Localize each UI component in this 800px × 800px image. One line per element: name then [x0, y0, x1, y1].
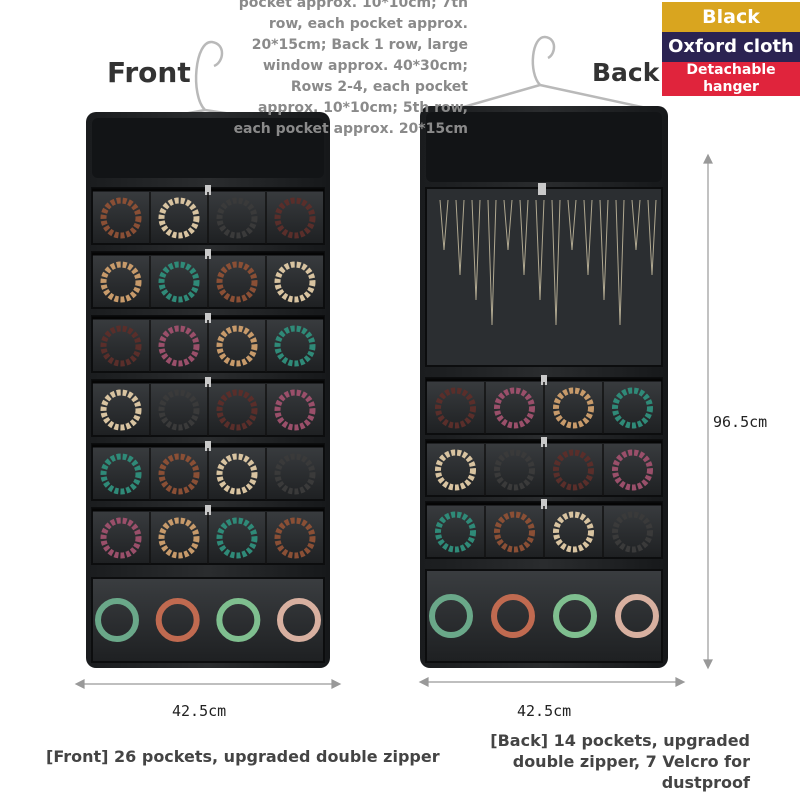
front-organizer	[86, 112, 330, 668]
front-caption: [Front] 26 pockets, upgraded double zipp…	[46, 747, 440, 766]
front-pocket-row	[91, 249, 325, 309]
front-pocket-row	[91, 377, 325, 437]
back-label: Back	[592, 58, 660, 87]
color-badge: Black	[662, 2, 800, 32]
front-width-label: 42.5cm	[172, 702, 227, 720]
back-pocket-row	[425, 437, 663, 497]
back-organizer	[420, 106, 668, 668]
material-badge: Oxford cloth	[662, 32, 800, 62]
back-pocket-row	[425, 499, 663, 559]
front-pocket-row	[91, 441, 325, 501]
front-label: Front	[107, 56, 191, 89]
front-pocket-row	[91, 313, 325, 373]
front-pocket-row	[91, 185, 325, 245]
back-caption: [Back] 14 pockets, upgraded double zippe…	[490, 731, 750, 792]
back-width-arrow	[418, 677, 686, 687]
height-label: 96.5cm	[713, 413, 768, 431]
back-pocket-row	[425, 375, 663, 435]
back-bangle-row	[425, 569, 663, 663]
height-arrow	[703, 153, 713, 670]
back-large-window	[425, 183, 663, 367]
front-bangle-row	[91, 577, 325, 663]
back-width-label: 42.5cm	[517, 702, 572, 720]
front-width-arrow	[74, 679, 342, 689]
pocket-size-description: pocket approx. 10*10cm; 7th row, each po…	[233, 0, 468, 137]
hanger-badge: Detachable hanger	[662, 62, 800, 96]
front-pocket-row	[91, 505, 325, 565]
